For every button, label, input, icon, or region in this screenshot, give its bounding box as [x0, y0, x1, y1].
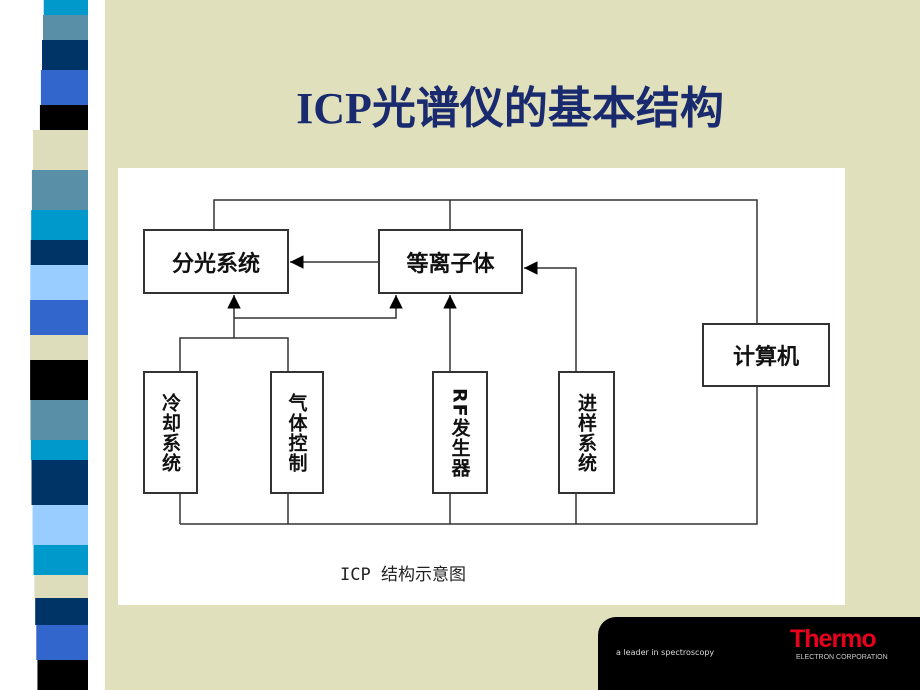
thermo-logo: Thermo: [790, 625, 877, 653]
stripe: [30, 440, 88, 460]
stripe: [34, 575, 88, 598]
stripe: [36, 625, 88, 660]
slide-title: ICP光谱仪的基本结构: [296, 84, 724, 133]
stripe: [30, 240, 88, 265]
thermo-logo-subtitle: ELECTRON CORPORATION: [796, 654, 888, 661]
stripe: [30, 360, 88, 400]
stripe: [30, 400, 88, 440]
box-computer: 计算机: [702, 323, 830, 387]
line-top: [213, 199, 758, 323]
icp-structure-diagram: 分光系统 等离子体 计算机 冷却系统 气体控制 RF发生器 进样系统 ICP 结…: [118, 168, 845, 605]
footer-banner: a leader in spectroscopy Thermo ELECTRON…: [598, 617, 920, 690]
box-plasma: 等离子体: [378, 229, 523, 294]
stripe: [39, 105, 88, 130]
box-spectro-system: 分光系统: [143, 229, 289, 294]
stripe: [31, 170, 88, 210]
box-gas-control: 气体控制: [270, 371, 324, 494]
stripe: [40, 70, 88, 105]
stripe: [30, 335, 88, 360]
stripe: [37, 660, 88, 690]
stripe: [31, 210, 89, 240]
box-rf-generator: RF发生器: [432, 371, 488, 494]
stripe: [43, 0, 88, 15]
box-cooling-system: 冷却系统: [143, 371, 198, 494]
stripe: [43, 15, 88, 40]
decorative-stripe-bar: [30, 0, 89, 690]
stripe: [30, 265, 88, 300]
stripe: [32, 130, 88, 170]
stripe: [31, 460, 89, 505]
diagram-caption: ICP 结构示意图: [340, 565, 466, 585]
stripe: [42, 40, 88, 70]
diagram-connectors: [179, 199, 758, 525]
arrow-sample-to-plasma: [524, 261, 577, 371]
stripe: [30, 300, 88, 335]
arrow-to-plasma: [234, 295, 403, 319]
box-sample-system: 进样系统: [558, 371, 615, 494]
tagline: a leader in spectroscopy: [616, 648, 715, 657]
stripe: [32, 505, 88, 545]
stripe: [35, 598, 88, 625]
stripe: [33, 545, 88, 575]
